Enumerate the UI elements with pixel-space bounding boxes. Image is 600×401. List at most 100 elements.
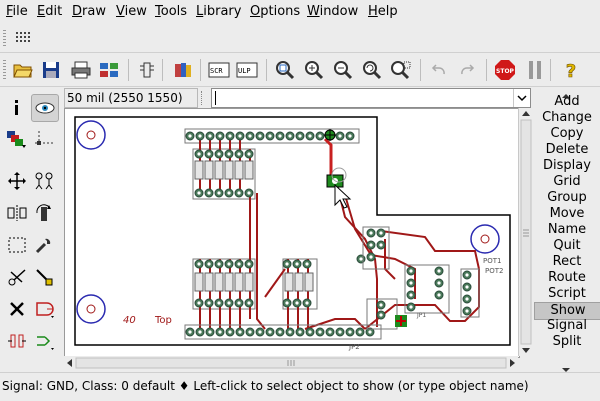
command-history-dropdown[interactable]	[513, 89, 530, 107]
pad	[292, 298, 302, 308]
command-input[interactable]	[214, 89, 504, 107]
command-copy[interactable]: Copy	[550, 126, 584, 141]
replace-icon[interactable]	[31, 328, 57, 354]
zoom-out-icon[interactable]	[332, 59, 354, 81]
menu-library[interactable]: Library	[196, 4, 242, 19]
command-line[interactable]	[211, 88, 531, 108]
info-icon[interactable]	[4, 94, 30, 120]
zoom-in-icon[interactable]	[303, 59, 325, 81]
command-signal[interactable]: Signal	[547, 318, 587, 333]
pad	[214, 188, 224, 198]
mouse-pointer-icon	[334, 183, 352, 209]
menu-draw[interactable]: Draw	[72, 4, 106, 19]
undo-icon[interactable]	[428, 59, 450, 81]
menu-tools[interactable]: Tools	[155, 4, 188, 19]
mark-icon[interactable]	[31, 126, 57, 152]
toolbar-grip[interactable]	[3, 60, 6, 80]
menu-edit[interactable]: Edit	[37, 4, 63, 19]
pad	[205, 131, 215, 141]
go-icon[interactable]	[524, 59, 546, 81]
move-icon[interactable]	[4, 168, 30, 194]
change-icon[interactable]	[31, 232, 57, 258]
redo-icon[interactable]	[456, 59, 478, 81]
command-grid[interactable]: Grid	[553, 174, 581, 189]
separator	[266, 59, 267, 81]
component-outline	[404, 264, 450, 314]
delete-icon[interactable]	[4, 296, 30, 322]
board-canvas[interactable]: POT1 POT2 JP1 JP2 40 Top	[64, 108, 520, 358]
command-split[interactable]: Split	[552, 334, 582, 349]
command-script[interactable]: Script	[548, 286, 586, 301]
pad	[366, 240, 376, 250]
pad	[234, 298, 244, 308]
separator	[128, 59, 129, 81]
svg-text:ULP: ULP	[238, 67, 251, 75]
print-icon[interactable]	[70, 59, 92, 81]
label-layer-number: 40	[123, 315, 136, 326]
vertical-scrollbar[interactable]	[518, 108, 533, 356]
group-icon[interactable]	[4, 232, 30, 258]
show-eye-icon[interactable]	[31, 94, 59, 122]
pad	[376, 240, 386, 250]
grid-icon[interactable]	[12, 28, 34, 50]
ulp-icon[interactable]: ULP	[236, 59, 258, 81]
mirror-icon[interactable]	[4, 200, 30, 226]
pad	[434, 278, 444, 288]
toolbar-grip[interactable]	[201, 91, 206, 105]
label-jp1: JP1	[416, 312, 426, 319]
pad	[275, 131, 285, 141]
command-group[interactable]: Group	[547, 190, 587, 205]
pad	[204, 298, 214, 308]
save-icon[interactable]	[40, 59, 62, 81]
cam-icon[interactable]	[98, 59, 120, 81]
pad	[204, 259, 214, 269]
pad	[315, 131, 325, 141]
command-add[interactable]: Add	[554, 94, 580, 109]
pad	[345, 131, 355, 141]
paste-icon[interactable]	[31, 264, 57, 290]
command-delete[interactable]: Delete	[545, 142, 589, 157]
zoom-redraw-icon[interactable]	[361, 59, 383, 81]
horizontal-scrollbar[interactable]	[64, 356, 518, 370]
pad	[376, 310, 386, 320]
command-route[interactable]: Route	[548, 270, 586, 285]
command-show[interactable]: Show	[534, 302, 600, 320]
menu-view[interactable]: View	[116, 4, 147, 19]
pad	[225, 131, 235, 141]
list-scroll-down-icon[interactable]	[562, 362, 570, 372]
menu-help[interactable]: Help	[368, 4, 398, 19]
list-scroll-up-icon[interactable]	[562, 88, 570, 98]
display-layers-icon[interactable]	[4, 126, 30, 152]
zoom-select-icon[interactable]	[390, 59, 412, 81]
selected-pad	[326, 167, 347, 188]
command-name[interactable]: Name	[547, 222, 587, 237]
command-move[interactable]: Move	[549, 206, 585, 221]
ic-block	[282, 258, 318, 310]
command-display[interactable]: Display	[543, 158, 591, 173]
separator	[486, 59, 487, 81]
add-part-icon[interactable]	[31, 296, 57, 322]
rotate-icon[interactable]	[31, 200, 57, 226]
pad	[195, 131, 205, 141]
pinswap-icon[interactable]	[4, 328, 30, 354]
open-icon[interactable]	[12, 59, 34, 81]
pad	[302, 259, 312, 269]
book-icon[interactable]	[172, 59, 194, 81]
cut-icon[interactable]	[4, 264, 30, 290]
pad	[214, 149, 224, 159]
menu-window[interactable]: Window	[307, 4, 359, 19]
copy-icon[interactable]	[31, 168, 57, 194]
toolbar-grip[interactable]	[3, 30, 6, 48]
stop-icon[interactable]: STOP	[494, 59, 516, 81]
command-quit[interactable]: Quit	[553, 238, 581, 253]
mounting-hole-icon	[470, 224, 500, 254]
command-change[interactable]: Change	[542, 110, 592, 125]
design-link-icon[interactable]	[136, 59, 158, 81]
help-icon[interactable]: ?	[560, 59, 582, 81]
zoom-fit-icon[interactable]	[274, 59, 296, 81]
menu-options[interactable]: Options	[250, 4, 301, 19]
pad	[275, 327, 285, 337]
menu-file[interactable]: File	[6, 4, 28, 19]
script-icon[interactable]: SCR	[208, 59, 230, 81]
command-rect[interactable]: Rect	[552, 254, 582, 269]
